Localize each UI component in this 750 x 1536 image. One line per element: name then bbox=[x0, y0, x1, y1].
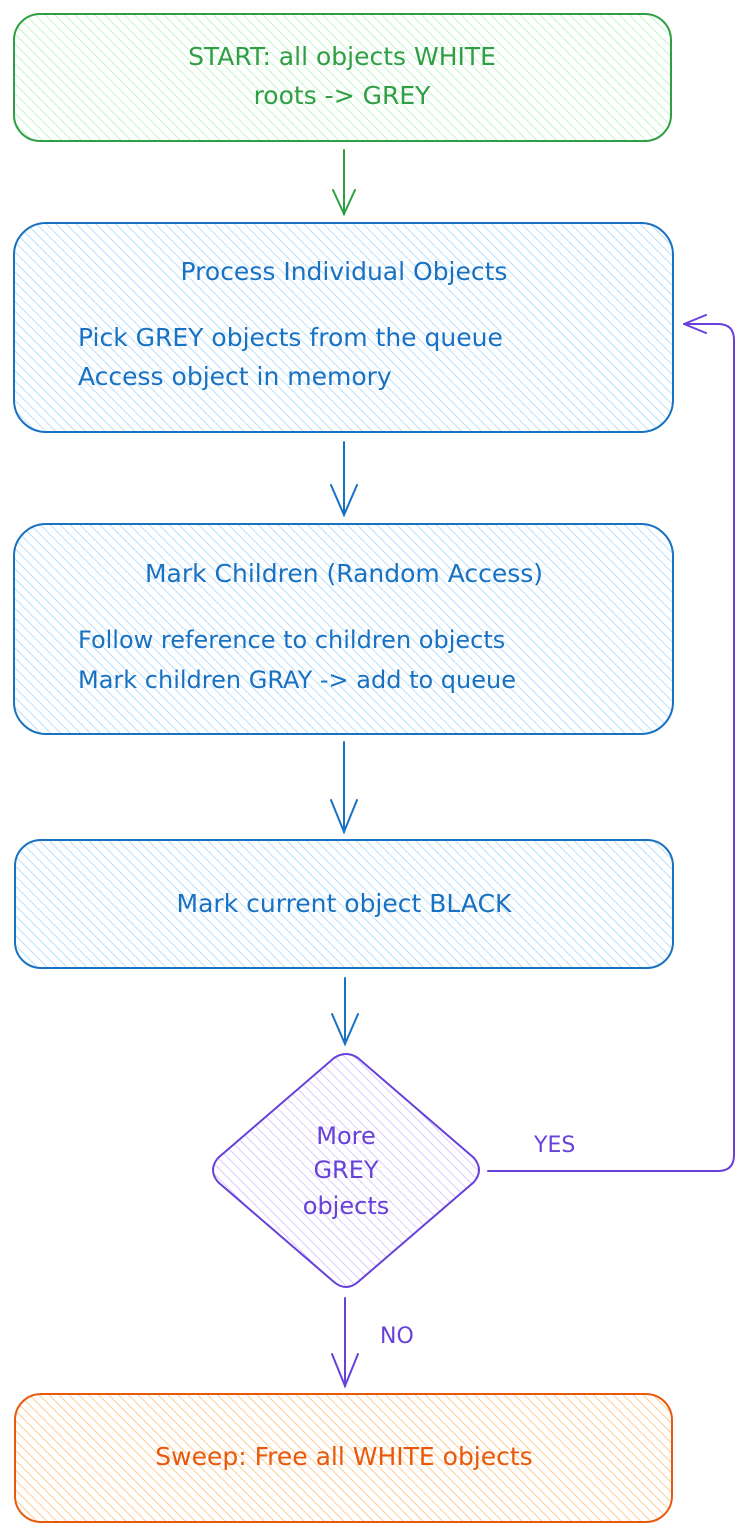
arrow-start-to-process bbox=[332, 149, 356, 217]
start-line-1: START: all objects WHITE bbox=[188, 42, 496, 71]
mark-children-title: Mark Children (Random Access) bbox=[145, 559, 543, 588]
decision-line-1: More bbox=[316, 1122, 376, 1150]
no-label: NO bbox=[380, 1324, 414, 1349]
sweep-text: Sweep: Free all WHITE objects bbox=[155, 1442, 532, 1471]
decision-line-3: objects bbox=[303, 1192, 389, 1220]
mark-children-line-1: Follow reference to children objects bbox=[78, 626, 505, 654]
arrow-children-to-black bbox=[330, 741, 358, 835]
decision-line-2: GREY bbox=[313, 1156, 378, 1184]
mark-black-text: Mark current object BLACK bbox=[177, 889, 512, 918]
mark-black-node: Mark current object BLACK bbox=[14, 839, 674, 969]
process-line-2: Access object in memory bbox=[78, 362, 392, 391]
mark-children-line-2: Mark children GRAY -> add to queue bbox=[78, 666, 516, 694]
arrow-no-to-sweep bbox=[331, 1297, 359, 1389]
process-title: Process Individual Objects bbox=[181, 257, 508, 286]
sweep-node: Sweep: Free all WHITE objects bbox=[14, 1393, 673, 1523]
arrow-black-to-decision bbox=[331, 977, 359, 1047]
arrow-process-to-children bbox=[330, 441, 358, 518]
yes-label: YES bbox=[533, 1133, 575, 1158]
arrow-yes-loop bbox=[487, 314, 735, 1172]
start-line-2: roots -> GREY bbox=[254, 81, 432, 110]
mark-children-node: Mark Children (Random Access) Follow ref… bbox=[13, 523, 674, 735]
process-objects-node: Process Individual Objects Pick GREY obj… bbox=[13, 222, 674, 433]
decision-node: More GREY objects bbox=[212, 1053, 480, 1288]
process-line-1: Pick GREY objects from the queue bbox=[78, 323, 503, 352]
start-node: START: all objects WHITE roots -> GREY bbox=[13, 13, 672, 142]
